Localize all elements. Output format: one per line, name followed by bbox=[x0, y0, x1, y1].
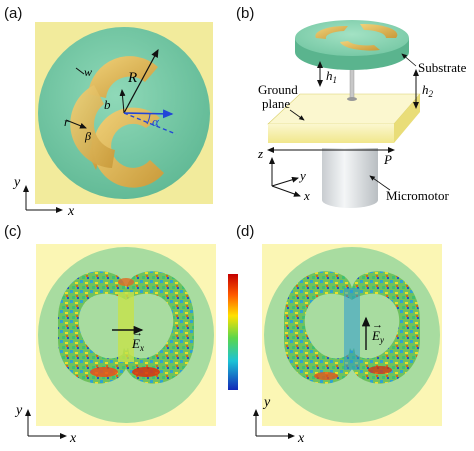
d-field-center bbox=[344, 288, 360, 370]
b-label: b bbox=[104, 97, 111, 112]
alpha-arc bbox=[146, 113, 151, 125]
disk-slot-1 bbox=[315, 25, 348, 39]
c-field-center bbox=[118, 292, 134, 362]
h1-label: h1 bbox=[326, 68, 337, 85]
alpha-arrow-solid bbox=[123, 109, 174, 119]
shaft-base bbox=[347, 97, 357, 101]
d-hotspot-1 bbox=[314, 372, 338, 380]
micromotor-cylinder bbox=[322, 148, 378, 208]
d-hotspot-2 bbox=[368, 366, 392, 374]
panel-d: (d) Ey → y x bbox=[236, 223, 442, 446]
b-arrow bbox=[119, 89, 126, 114]
c-hotspot-3 bbox=[118, 278, 134, 286]
w-marker bbox=[75, 67, 85, 75]
ground-label-line1: Ground bbox=[258, 82, 298, 97]
a-y-label: y bbox=[12, 175, 21, 190]
micromotor-label: Micromotor bbox=[386, 188, 449, 203]
alpha-label: α bbox=[152, 114, 160, 129]
panel-a-label: (a) bbox=[4, 5, 22, 22]
h2-label: h2 bbox=[422, 82, 434, 99]
b-y-axis bbox=[271, 176, 299, 187]
slot-center bbox=[70, 85, 115, 168]
panel-a: (a) R b w r β α y x bbox=[4, 5, 213, 219]
c-field-right bbox=[122, 271, 194, 384]
ground-plane-top bbox=[267, 93, 421, 125]
panel-b: (b) h1 h2 Substrate Ground plane bbox=[236, 5, 467, 208]
colorbar-gradient bbox=[228, 274, 238, 390]
ex-label: Ex bbox=[131, 336, 144, 353]
ground-plane-front bbox=[268, 124, 394, 143]
micromotor-leader bbox=[369, 175, 391, 191]
ey-vector-mark: → bbox=[372, 319, 383, 331]
slot-upper bbox=[88, 56, 158, 98]
b-x-label: x bbox=[303, 188, 310, 203]
panel-b-label: (b) bbox=[236, 5, 254, 22]
d-field-left bbox=[284, 271, 356, 384]
p-label: P bbox=[383, 152, 392, 167]
c-y-label: y bbox=[14, 403, 23, 418]
r-arrow bbox=[65, 119, 87, 129]
substrate-leader bbox=[401, 53, 417, 67]
ground-leader bbox=[289, 109, 305, 121]
c-hotspot-1 bbox=[90, 367, 118, 377]
beta-label: β bbox=[84, 129, 91, 143]
disk-slot-3 bbox=[340, 41, 380, 51]
ground-label-line2: plane bbox=[262, 96, 290, 111]
alpha-arrow-dashed bbox=[123, 112, 177, 135]
ey-label: Ey bbox=[371, 328, 384, 345]
substrate-label: Substrate bbox=[418, 60, 467, 75]
panel-c: (c) Ex → y x bbox=[4, 223, 216, 446]
b-x-axis bbox=[271, 185, 301, 197]
w-label: w bbox=[84, 65, 92, 79]
panel-d-label: (d) bbox=[236, 223, 254, 240]
radius-arrow bbox=[123, 48, 159, 114]
r-label: r bbox=[64, 115, 69, 129]
c-hotspot-2 bbox=[132, 367, 160, 377]
b-y-label: y bbox=[298, 168, 306, 183]
radius-label: R bbox=[127, 70, 137, 86]
b-z-label: z bbox=[257, 146, 263, 161]
panel-c-label: (c) bbox=[4, 223, 22, 240]
d-y-label: y bbox=[262, 395, 271, 410]
d-x-label: x bbox=[297, 431, 305, 446]
d-field-right bbox=[348, 271, 420, 384]
a-x-label: x bbox=[67, 204, 75, 219]
colorbar bbox=[228, 274, 238, 390]
disk-slot-2 bbox=[360, 23, 398, 38]
c-field-left bbox=[58, 271, 130, 384]
ex-vector-mark: → bbox=[132, 327, 143, 339]
c-x-label: x bbox=[69, 431, 77, 446]
